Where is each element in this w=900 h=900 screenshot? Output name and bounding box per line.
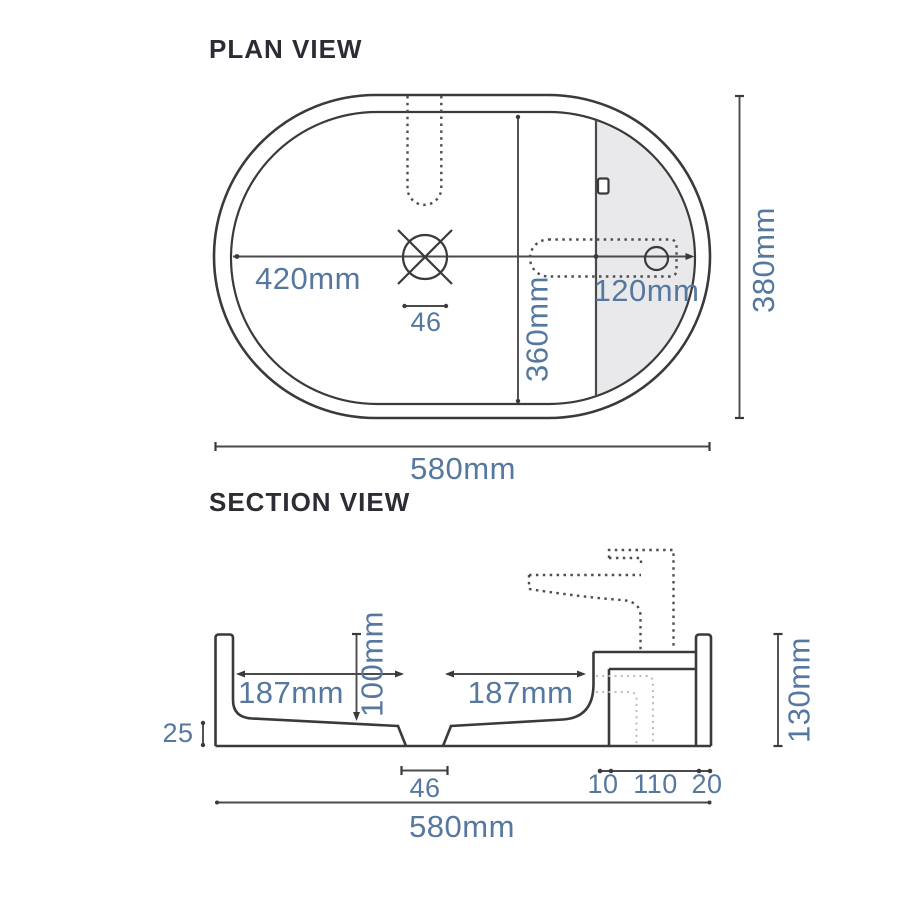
svg-text:120mm: 120mm	[594, 273, 700, 308]
svg-text:420mm: 420mm	[255, 261, 361, 296]
svg-text:10: 10	[587, 769, 618, 799]
svg-text:46: 46	[410, 307, 441, 337]
svg-text:20: 20	[691, 769, 722, 799]
svg-text:100mm: 100mm	[355, 611, 390, 717]
svg-text:110: 110	[633, 769, 678, 799]
svg-text:130mm: 130mm	[782, 637, 817, 743]
svg-text:187mm: 187mm	[238, 675, 344, 710]
svg-text:25: 25	[162, 718, 193, 748]
svg-text:580mm: 580mm	[409, 809, 515, 844]
svg-text:187mm: 187mm	[468, 675, 574, 710]
svg-text:SECTION VIEW: SECTION VIEW	[209, 487, 410, 517]
svg-text:580mm: 580mm	[410, 451, 516, 486]
svg-text:360mm: 360mm	[520, 276, 555, 382]
svg-text:PLAN VIEW: PLAN VIEW	[209, 34, 362, 64]
svg-text:46: 46	[409, 773, 440, 803]
svg-text:380mm: 380mm	[746, 207, 781, 313]
